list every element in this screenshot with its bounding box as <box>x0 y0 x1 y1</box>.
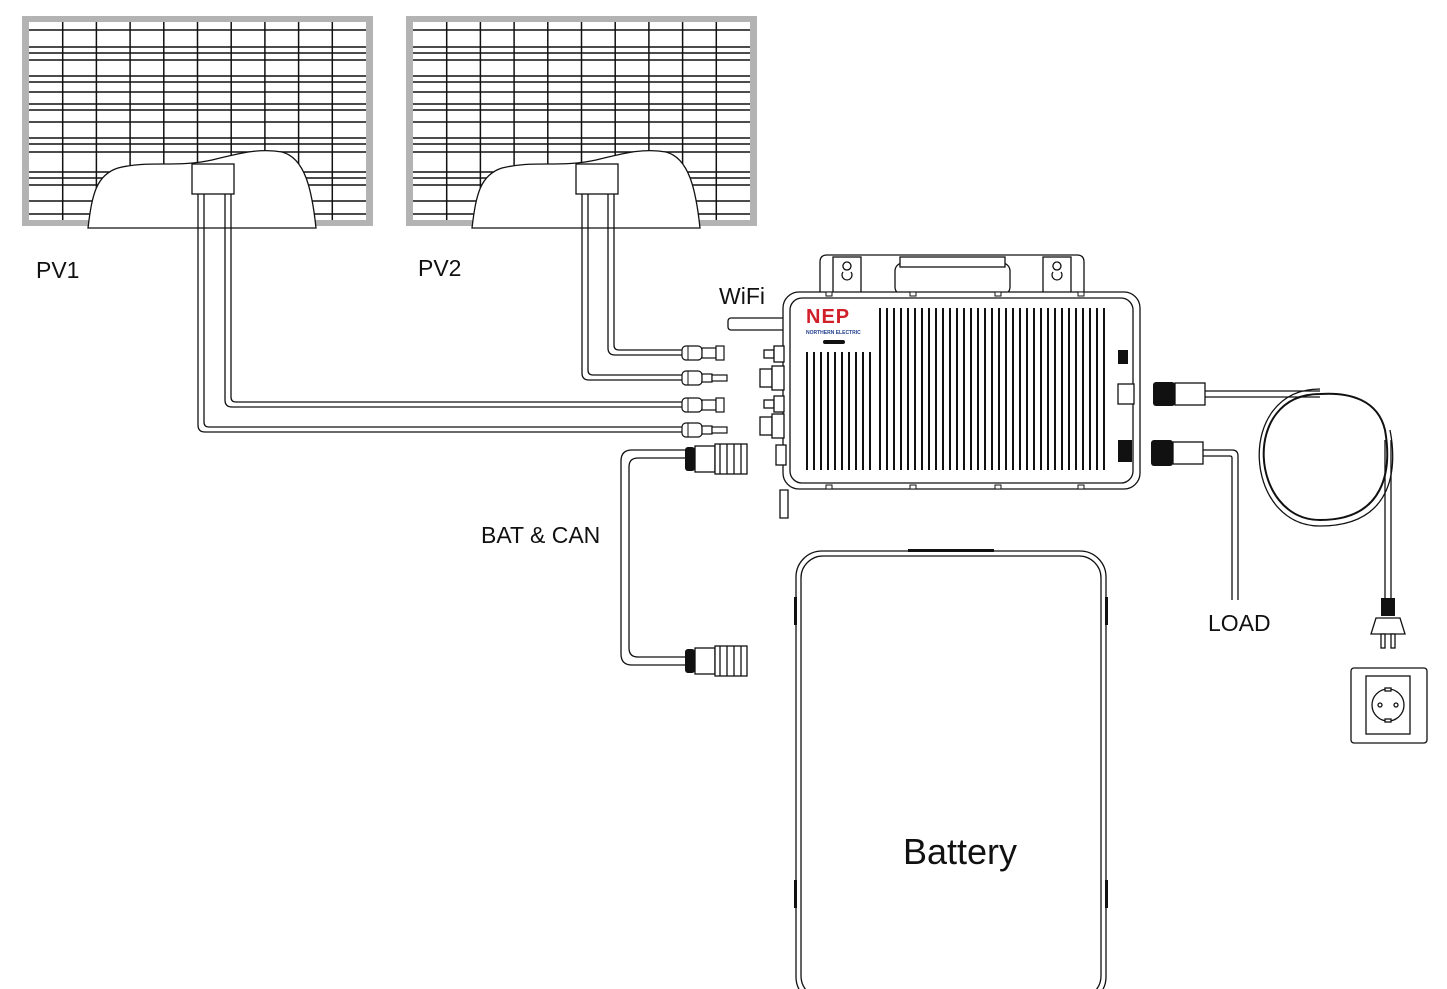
tab <box>1077 484 1085 490</box>
pv1-solar-panel <box>22 16 373 229</box>
battery-face <box>800 555 1102 989</box>
bat-can-cable <box>620 449 690 666</box>
bat-connector-inverter <box>685 443 748 475</box>
bat-can-label: BAT & CAN <box>481 522 600 548</box>
heat-sink-fins <box>806 308 1105 470</box>
wall-socket <box>1350 667 1428 744</box>
inverter-dc-ports <box>759 345 789 519</box>
logo-subtitle-text: NORTHERN ELECTRIC <box>806 330 861 336</box>
bat-connector-battery <box>685 645 748 677</box>
mount-hole-left <box>832 256 862 294</box>
status-led <box>823 340 845 344</box>
pv2-junction-box <box>575 163 619 195</box>
load-label: LOAD <box>1208 610 1271 636</box>
wifi-label: WiFi <box>719 283 765 309</box>
keyhole-right-icon <box>1051 261 1063 281</box>
carry-handle-top <box>899 256 1006 268</box>
ac-plug <box>1370 598 1406 649</box>
mc4-connector-female <box>681 370 728 386</box>
wifi-antenna <box>727 317 787 331</box>
tab <box>825 291 833 297</box>
tab <box>825 484 833 490</box>
ac-grid-cable <box>1153 382 1394 600</box>
logo-brand-text: NEP <box>806 306 850 328</box>
tab <box>994 291 1002 297</box>
pv1-label: PV1 <box>36 257 79 283</box>
tab <box>994 484 1002 490</box>
inverter-ac-ports <box>1117 350 1135 462</box>
battery-top-handle <box>908 549 994 552</box>
load-cable <box>1151 440 1239 600</box>
pv2-label: PV2 <box>418 255 461 281</box>
mc4-connector-male <box>681 345 725 361</box>
mc4-connectors <box>681 345 728 438</box>
battery-unit <box>794 549 1108 989</box>
tab <box>909 484 917 490</box>
microinverter: NEP NORTHERN ELECTRIC <box>727 254 1141 519</box>
pv2-solar-panel <box>406 16 757 229</box>
mc4-connector-female <box>681 422 728 438</box>
battery-label: Battery <box>903 831 1017 872</box>
mount-hole-right <box>1042 256 1072 294</box>
brand-logo: NEP NORTHERN ELECTRIC <box>806 306 861 344</box>
pv-cables <box>197 194 684 433</box>
mc4-connector-male <box>681 397 725 413</box>
pv1-junction-box <box>191 163 235 195</box>
keyhole-left-icon <box>841 261 853 281</box>
tab <box>1077 291 1085 297</box>
inverter-tabs <box>825 291 1085 490</box>
carry-handle <box>894 262 1011 296</box>
tab <box>909 291 917 297</box>
